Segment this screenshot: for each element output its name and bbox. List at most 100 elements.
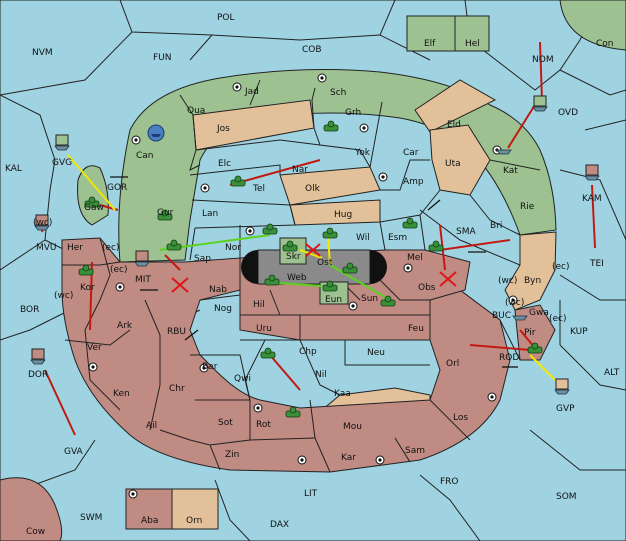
map-shape — [134, 138, 138, 142]
map-shape — [249, 79, 261, 106]
map-shape — [362, 126, 366, 130]
territory-label-grh: Grh — [345, 108, 361, 118]
map-shape — [189, 227, 196, 261]
map-shape — [344, 340, 430, 366]
territory-label-swm: SWM — [80, 513, 102, 523]
territory-orn[interactable] — [171, 488, 219, 530]
territory-label-nar: Nar — [292, 165, 308, 175]
map-shape — [320, 76, 324, 80]
map-shape — [539, 41, 543, 101]
territory-south-ring[interactable] — [61, 237, 511, 473]
territory-label-elf: Elf — [424, 39, 436, 49]
territory-label-dor: DOR — [28, 370, 48, 380]
map-shape — [135, 250, 149, 262]
map-shape — [439, 239, 511, 251]
territory-label-jos: Jos — [216, 124, 230, 134]
map-shape — [379, 221, 386, 251]
map-shape — [359, 123, 369, 133]
map-shape — [419, 474, 481, 541]
map-shape — [55, 134, 69, 146]
territory-label-orn: Orn — [186, 516, 202, 526]
map-shape — [88, 362, 98, 372]
map-shape — [559, 69, 626, 96]
map-shape — [326, 280, 334, 288]
territory-label-nab: Nab — [209, 285, 227, 295]
territory-label-sot: Sot — [218, 418, 233, 428]
territory-elf[interactable] — [406, 15, 456, 52]
map-shape — [289, 406, 297, 414]
map-shape — [508, 295, 518, 305]
fleet-icon — [554, 378, 570, 395]
territory-label-gvp: GVP — [556, 404, 575, 414]
territory-label-gwa: Gwa — [529, 308, 549, 318]
map-shape — [584, 175, 600, 181]
territory-label-bri: Bri — [490, 221, 502, 231]
map-shape — [469, 194, 521, 236]
map-shape — [286, 240, 294, 248]
map-shape — [195, 399, 251, 446]
map-shape — [164, 254, 181, 271]
territory-label-car: Car — [403, 148, 419, 158]
territory-hel[interactable] — [454, 15, 490, 52]
territory-label-gur: Gur — [157, 208, 174, 218]
map-shape — [490, 395, 494, 399]
map-shape — [419, 214, 426, 251]
territory-label-uta: Uta — [445, 159, 461, 169]
territory-label-pir: Pir — [524, 328, 536, 338]
territory-cow[interactable] — [0, 477, 63, 541]
territory-label-bor: BOR — [20, 305, 39, 315]
territory-gaw[interactable] — [77, 165, 109, 226]
map-shape — [31, 348, 45, 360]
map-shape — [151, 134, 161, 137]
territory-label-kat: Kat — [503, 166, 518, 176]
map-shape — [118, 285, 122, 289]
map-shape — [591, 184, 596, 249]
armies — [78, 120, 543, 418]
map-shape — [559, 344, 626, 391]
fleet-icon — [147, 124, 165, 142]
map-shape — [0, 309, 71, 341]
map-shape — [62, 261, 121, 266]
territory-label-cow: Cow — [26, 527, 45, 537]
map-shape — [305, 243, 321, 257]
map-shape — [147, 124, 165, 142]
map-shape — [235, 85, 239, 89]
map-shape — [559, 274, 626, 301]
map-shape — [170, 239, 178, 247]
map-shape — [432, 240, 440, 248]
territory-label-kam: KAM — [582, 194, 602, 204]
map-shape — [64, 329, 131, 346]
territory-label-mvu: MVU — [36, 243, 57, 253]
territory-label-cob: COB — [302, 45, 322, 55]
territory-label-mou: Mou — [343, 422, 362, 432]
territory-label-fun: FUN — [153, 53, 172, 63]
territory-label-con: Con — [596, 39, 614, 49]
map-shape — [268, 274, 276, 282]
territory-label-hug: Hug — [334, 210, 352, 220]
territory-label-wc2: (wc) — [498, 276, 517, 286]
territory-label-kor: Kor — [80, 283, 95, 293]
map-shape — [512, 315, 528, 321]
army-icon — [264, 274, 280, 286]
territory-label-elc: Elc — [218, 159, 231, 169]
territory-label-wc3: (wc) — [54, 291, 73, 301]
territory-byn[interactable] — [504, 231, 557, 311]
territory-label-ark: Ark — [117, 321, 133, 331]
map-shape — [378, 172, 388, 182]
territory-label-ost: Ost — [317, 258, 333, 268]
map-shape — [533, 95, 547, 107]
army-icon — [342, 262, 358, 274]
fleet-icon — [34, 214, 50, 231]
map-shape — [34, 225, 50, 231]
map-shape — [232, 82, 242, 92]
map-shape — [329, 264, 391, 301]
map-shape — [199, 363, 209, 373]
territory-eld[interactable] — [414, 79, 497, 133]
map-shape — [326, 227, 334, 235]
territory-label-gvg: GVG — [52, 158, 72, 168]
map-shape — [266, 223, 274, 231]
map-shape — [313, 127, 371, 168]
territory-label-sap: Sap — [194, 254, 211, 264]
